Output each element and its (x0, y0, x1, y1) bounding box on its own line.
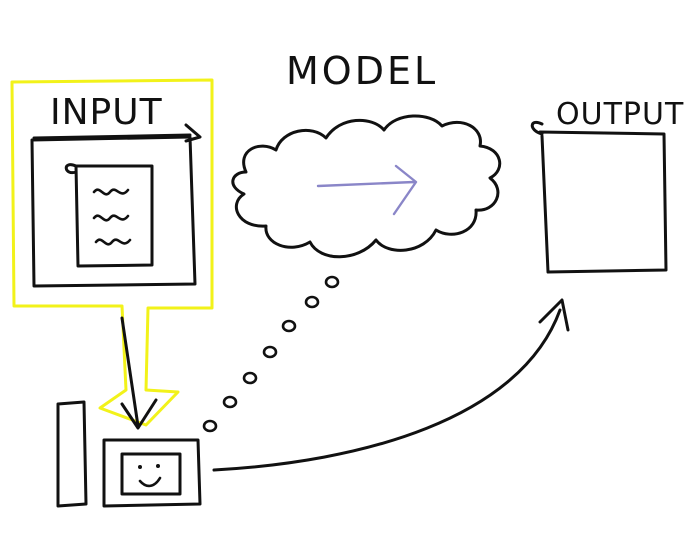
input-frame (30, 123, 202, 288)
document-icon (64, 163, 154, 268)
computer-to-output-arrow (212, 298, 570, 472)
input-label: INPUT (50, 92, 163, 133)
thought-bubble (242, 371, 258, 385)
smiley-eye-left (138, 465, 142, 469)
model-cloud (231, 114, 502, 259)
output-frame (530, 120, 668, 274)
output-label: OUTPUT (556, 97, 684, 132)
thought-bubble (222, 395, 238, 409)
computer-monitor (102, 438, 202, 508)
input-highlight (10, 78, 214, 427)
smiley-mouth (138, 476, 162, 488)
monitor-screen (120, 452, 182, 496)
model-arrow (316, 164, 418, 216)
thought-bubble (262, 345, 278, 359)
text-squiggle-2 (92, 214, 130, 222)
thought-bubble (202, 419, 218, 433)
thought-bubble (304, 295, 320, 309)
computer-tower (56, 400, 88, 508)
text-squiggle-1 (92, 188, 130, 196)
text-squiggle-3 (94, 238, 132, 246)
model-label: MODEL (286, 49, 438, 93)
thought-bubble (281, 319, 297, 333)
smiley-eye-right (156, 464, 160, 468)
thought-bubble (324, 275, 340, 289)
input-to-computer-arrow (120, 316, 158, 430)
